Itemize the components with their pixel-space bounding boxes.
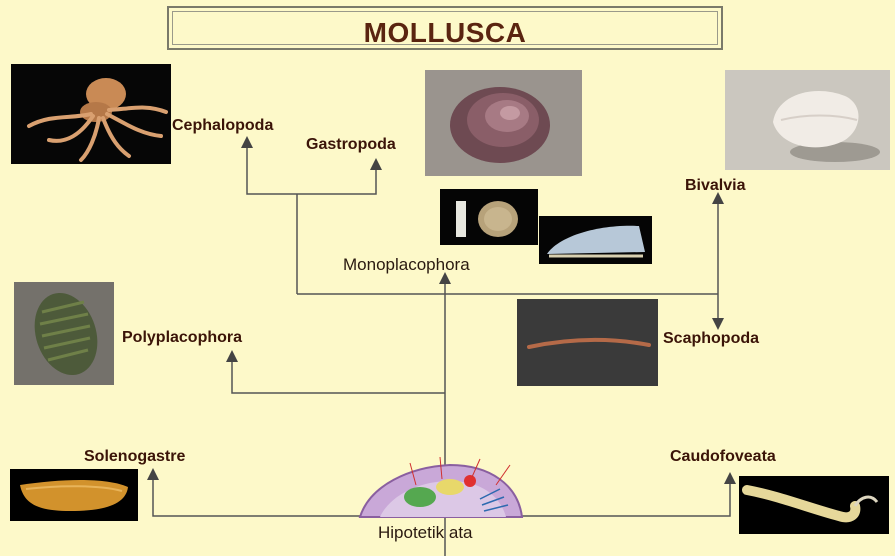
cephalopoda-branch [247,142,297,194]
label-caudofoveata: Caudofoveata [670,448,776,466]
bivalve-shell-photo [725,70,890,170]
diagram-title: MOLLUSCA [169,17,721,49]
octopus-photo [11,64,171,164]
monoplacophora-shell-photo [440,189,538,245]
label-hypothetical-ancestor: Hipotetik ata [378,523,473,543]
tusk-shell-photo [517,299,658,386]
label-monoplacophora: Monoplacophora [343,255,470,275]
solenogastre-photo [10,469,138,521]
label-bivalvia: Bivalvia [685,177,745,195]
polyplacophora-branch [232,356,445,393]
title-box: MOLLUSCA [167,6,723,50]
monoplacophora-side-photo [539,216,652,264]
label-gastropoda: Gastropoda [306,136,396,154]
chiton-photo [14,282,114,385]
label-solenogastre: Solenogastre [84,448,185,466]
gastropoda-branch [297,164,376,194]
label-cephalopoda: Cephalopoda [172,117,273,135]
label-scaphopoda: Scaphopoda [663,330,759,348]
gastropod-shell-photo [425,70,582,176]
hypothetical-ancestor-diagram [350,455,530,525]
label-polyplacophora: Polyplacophora [122,329,242,347]
caudofoveata-photo [739,476,889,534]
